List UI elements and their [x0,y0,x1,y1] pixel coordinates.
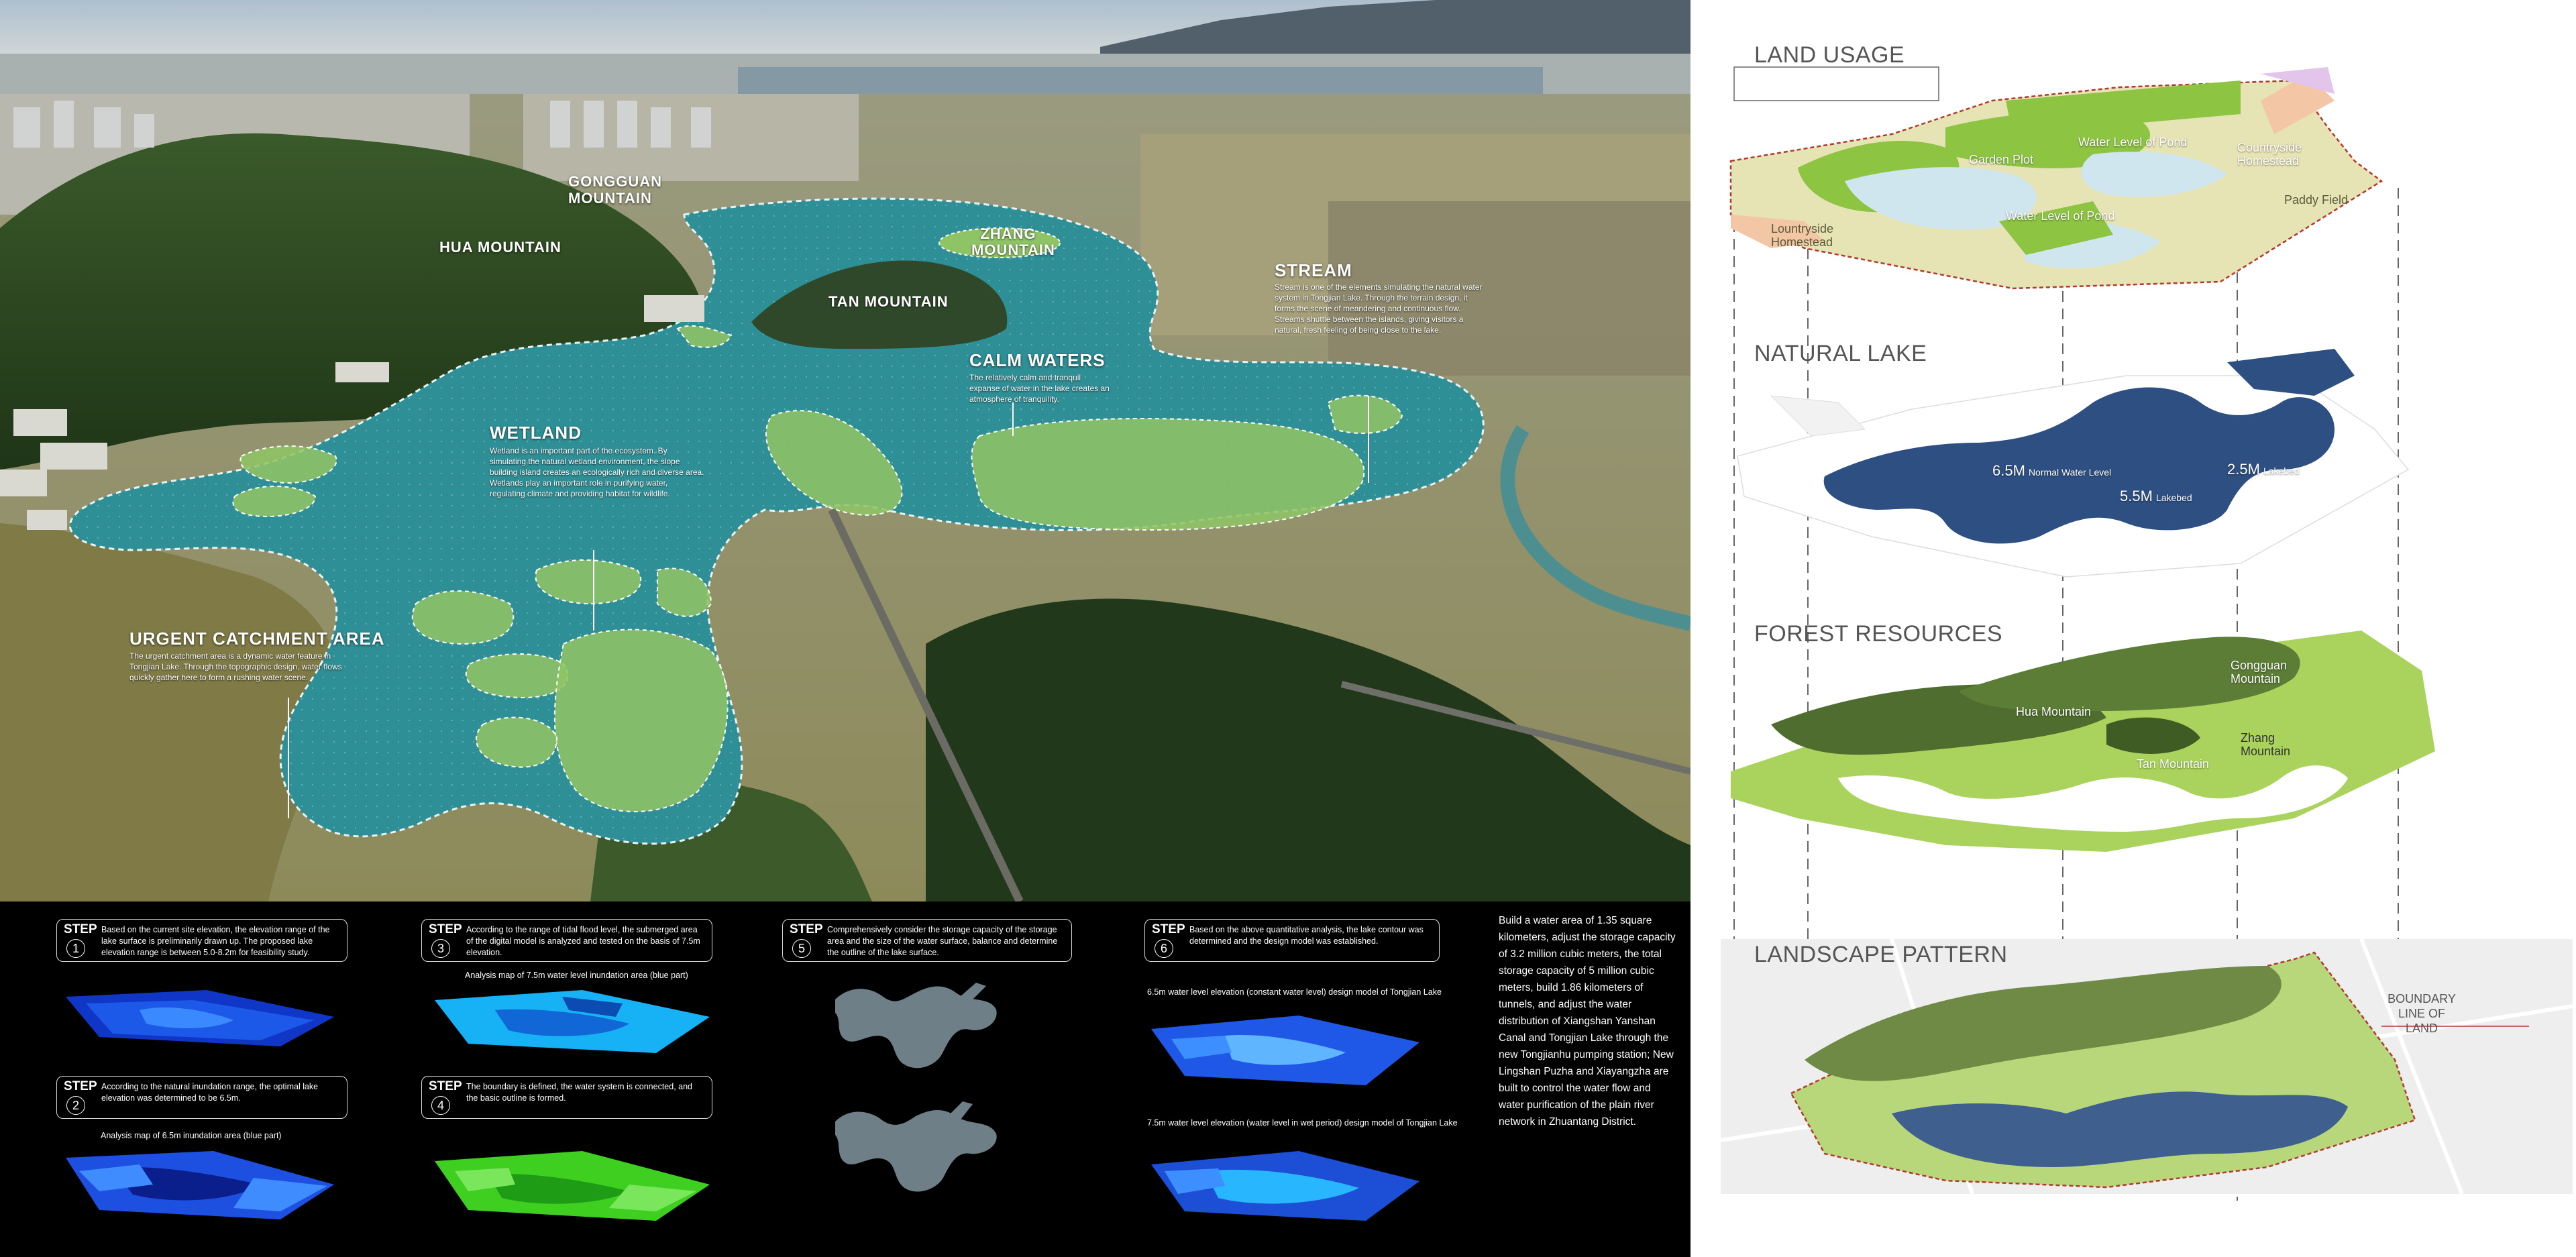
step-5-text: Comprehensively consider the storage cap… [827,925,1058,957]
lakebed-5-5-label: 5.5M Lakebed [2120,488,2192,504]
normal-water-level-text: Normal Water Level [2028,467,2112,478]
lakebed-2-5-text: Lakebed [2263,466,2300,476]
step-3-word: STEP [429,922,462,936]
step-1-word: STEP [64,922,97,936]
step-4-number: 4 [431,1096,450,1115]
step-3-map [435,990,710,1053]
step-6-box: STEP 6 Based on the above quantitative a… [1144,919,1440,962]
boundary-line-label: BOUNDARY LINE OF LAND [2387,992,2456,1035]
step-1-text: Based on the current site elevation, the… [101,925,330,957]
step-2-number: 2 [66,1096,85,1115]
step-3-box: STEP 3 According to the range of tidal f… [421,919,712,962]
wetland-description: Wetland is an important part of the ecos… [490,446,704,498]
step-6-map-a [1151,1016,1419,1085]
land-usage-title: LAND USAGE [1754,42,1905,68]
hua-mountain-label: HUA MOUNTAIN [439,239,561,256]
step-5-lake-outline-a [835,983,997,1069]
water-level-top-label: Water Level of Pond [2078,135,2188,149]
step-5-number: 5 [792,939,811,958]
urgent-catchment-description: The urgent catchment area is a dynamic w… [129,651,342,682]
step-3-caption: Analysis map of 7.5m water level inundat… [465,971,688,980]
step-2-box: STEP 2 According to the natural inundati… [56,1076,347,1119]
step-2-text: According to the natural inundation rang… [101,1082,319,1103]
layer-diagram: LAND USAGE NATURAL LAKE FOREST RESOURCES… [1690,0,2576,1257]
step-1-map [66,990,334,1046]
gongguan-mountain-label: GONGGUAN MOUNTAIN [568,173,662,207]
paddy-field-label: Paddy Field [2284,193,2349,207]
step-4-map [435,1151,710,1221]
step-6-number: 6 [1155,939,1173,958]
zhang-mountain-label: ZHANG MOUNTAIN [971,225,1055,258]
countryside-homestead-left-label: Lountryside Homestead [1771,222,1834,249]
normal-water-level-label: 6.5M Normal Water Level [1992,462,2112,479]
step-2-caption: Analysis map of 6.5m inundation area (bl… [101,1131,282,1140]
stream-title: STREAM [1275,260,1352,280]
forest-resources-title: FOREST RESOURCES [1754,621,2003,647]
lakebed-2-5-label: 2.5M Lakebed [2227,461,2300,478]
water-level-bottom-label: Water Level of Pond [2006,209,2115,223]
step-5-lake-outline-b [835,1101,997,1192]
lakebed-5-5-value: 5.5M [2120,488,2153,504]
calm-waters-title: CALM WATERS [969,350,1106,370]
step-2-map [66,1151,334,1219]
tan-mountain-label: TAN MOUNTAIN [828,293,949,310]
step-4-text: The boundary is defined, the water syste… [466,1082,692,1103]
stream-description: Stream is one of the elements simulating… [1275,282,1483,335]
countryside-homestead-top-label: Countryside Homestead [2237,141,2302,168]
step-3-number: 3 [431,939,450,958]
step-6-map-b [1151,1151,1419,1221]
wetland-title: WETLAND [490,423,582,443]
urgent-catchment-title: URGENT CATCHMENT AREA [129,628,385,649]
gongguan-mountain-diagram-label: Gongguan Mountain [2231,659,2288,686]
step-4-box: STEP 4 The boundary is defined, the wate… [421,1076,712,1119]
tan-mountain-diagram-label: Tan Mountain [2137,757,2210,771]
hua-mountain-diagram-label: Hua Mountain [2016,705,2092,718]
step-1-box: STEP 1 Based on the current site elevati… [56,919,347,962]
garden-plot-label: Garden Plot [1969,153,2034,166]
step-6-caption-b: 7.5m water level elevation (water level … [1147,1118,1458,1128]
step-6-word: STEP [1152,922,1185,936]
normal-water-level-value: 6.5M [1992,462,2025,479]
step-2-word: STEP [64,1079,97,1093]
step-6-text: Based on the above quantitative analysis… [1189,925,1424,946]
zhang-mountain-diagram-label: Zhang Mountain [2241,731,2291,758]
summary-text: Build a water area of 1.35 square kilome… [1499,915,1676,1128]
aerial-site-photo: GONGGUAN MOUNTAIN HUA MOUNTAIN ZHANG MOU… [0,0,1693,904]
step-3-text: According to the range of tidal flood le… [466,925,700,957]
step-5-word: STEP [790,922,823,936]
aerial-illustration [0,0,1693,904]
step-4-word: STEP [429,1079,462,1093]
step-1-number: 1 [66,939,85,958]
natural-lake-title: NATURAL LAKE [1754,341,1927,366]
step-6-caption-a: 6.5m water level elevation (constant wat… [1147,987,1442,997]
calm-waters-description: The relatively calm and tranquil expanse… [969,373,1110,404]
lakebed-5-5-text: Lakebed [2155,492,2192,503]
landscape-pattern-title: LANDSCAPE PATTERN [1754,942,2008,967]
layer-diagram-graphics [1720,66,2573,1201]
lakebed-2-5-value: 2.5M [2227,461,2260,478]
step-5-box: STEP 5 Comprehensively consider the stor… [782,919,1072,962]
